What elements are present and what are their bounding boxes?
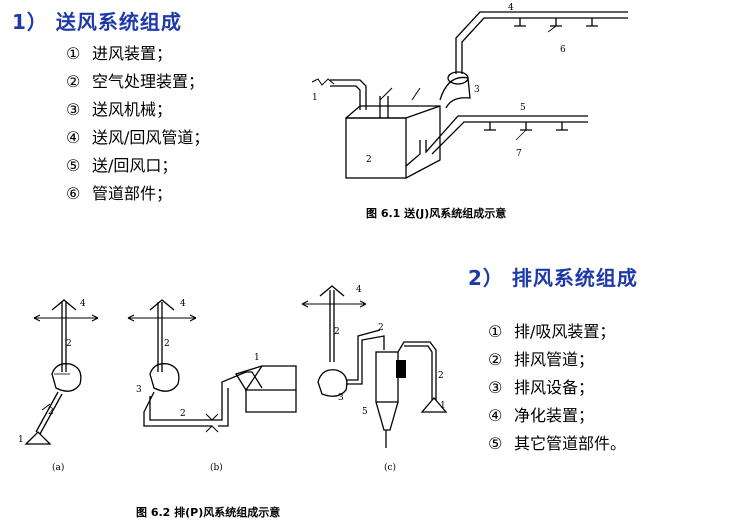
- svg-text:1: 1: [254, 353, 260, 363]
- figure-6-1: 1 2 3 4 5 6 7: [311, 3, 628, 179]
- figure-6-1-caption: 图 6.1 送(J)风系统组成示意: [366, 207, 507, 220]
- fig1-label-7: 7: [516, 149, 522, 159]
- fig1-label-6: 6: [560, 45, 566, 55]
- svg-text:2: 2: [378, 323, 384, 333]
- svg-text:1: 1: [440, 401, 446, 411]
- fig1-label-5: 5: [520, 103, 526, 113]
- fig1-label-1: 1: [312, 93, 318, 103]
- fig2-sublabel-a: (a): [52, 462, 64, 473]
- figure-6-2-caption: 图 6.2 排(P)风系统组成示意: [136, 506, 281, 519]
- fig2-sublabel-b: (b): [210, 462, 223, 473]
- fig1-label-3: 3: [474, 85, 480, 95]
- fig2-sublabel-c: (c): [384, 462, 396, 473]
- svg-text:5: 5: [362, 407, 368, 417]
- svg-text:3: 3: [338, 393, 344, 403]
- svg-text:2: 2: [48, 407, 54, 417]
- figure-6-2b: 4 2 3 2 1 (b): [127, 299, 297, 473]
- svg-text:2: 2: [164, 339, 170, 349]
- fig1-label-4: 4: [508, 3, 514, 13]
- svg-text:4: 4: [180, 299, 186, 309]
- fig1-label-2: 2: [366, 155, 372, 165]
- svg-text:4: 4: [80, 299, 86, 309]
- svg-text:2: 2: [180, 409, 186, 419]
- svg-text:4: 4: [356, 285, 362, 295]
- section1-heading: 1） 送风系统组成: [12, 10, 182, 34]
- figure-6-2a: 4 2 2 1 (a): [18, 299, 99, 473]
- svg-text:2: 2: [438, 371, 444, 381]
- svg-text:3: 3: [136, 385, 142, 395]
- svg-text:2: 2: [66, 339, 72, 349]
- section2-heading: 2） 排风系统组成: [468, 266, 638, 290]
- svg-text:1: 1: [18, 435, 24, 445]
- figure-6-2c: 4 2 2 3 5 2 1 (c): [301, 285, 448, 473]
- svg-text:2: 2: [334, 327, 340, 337]
